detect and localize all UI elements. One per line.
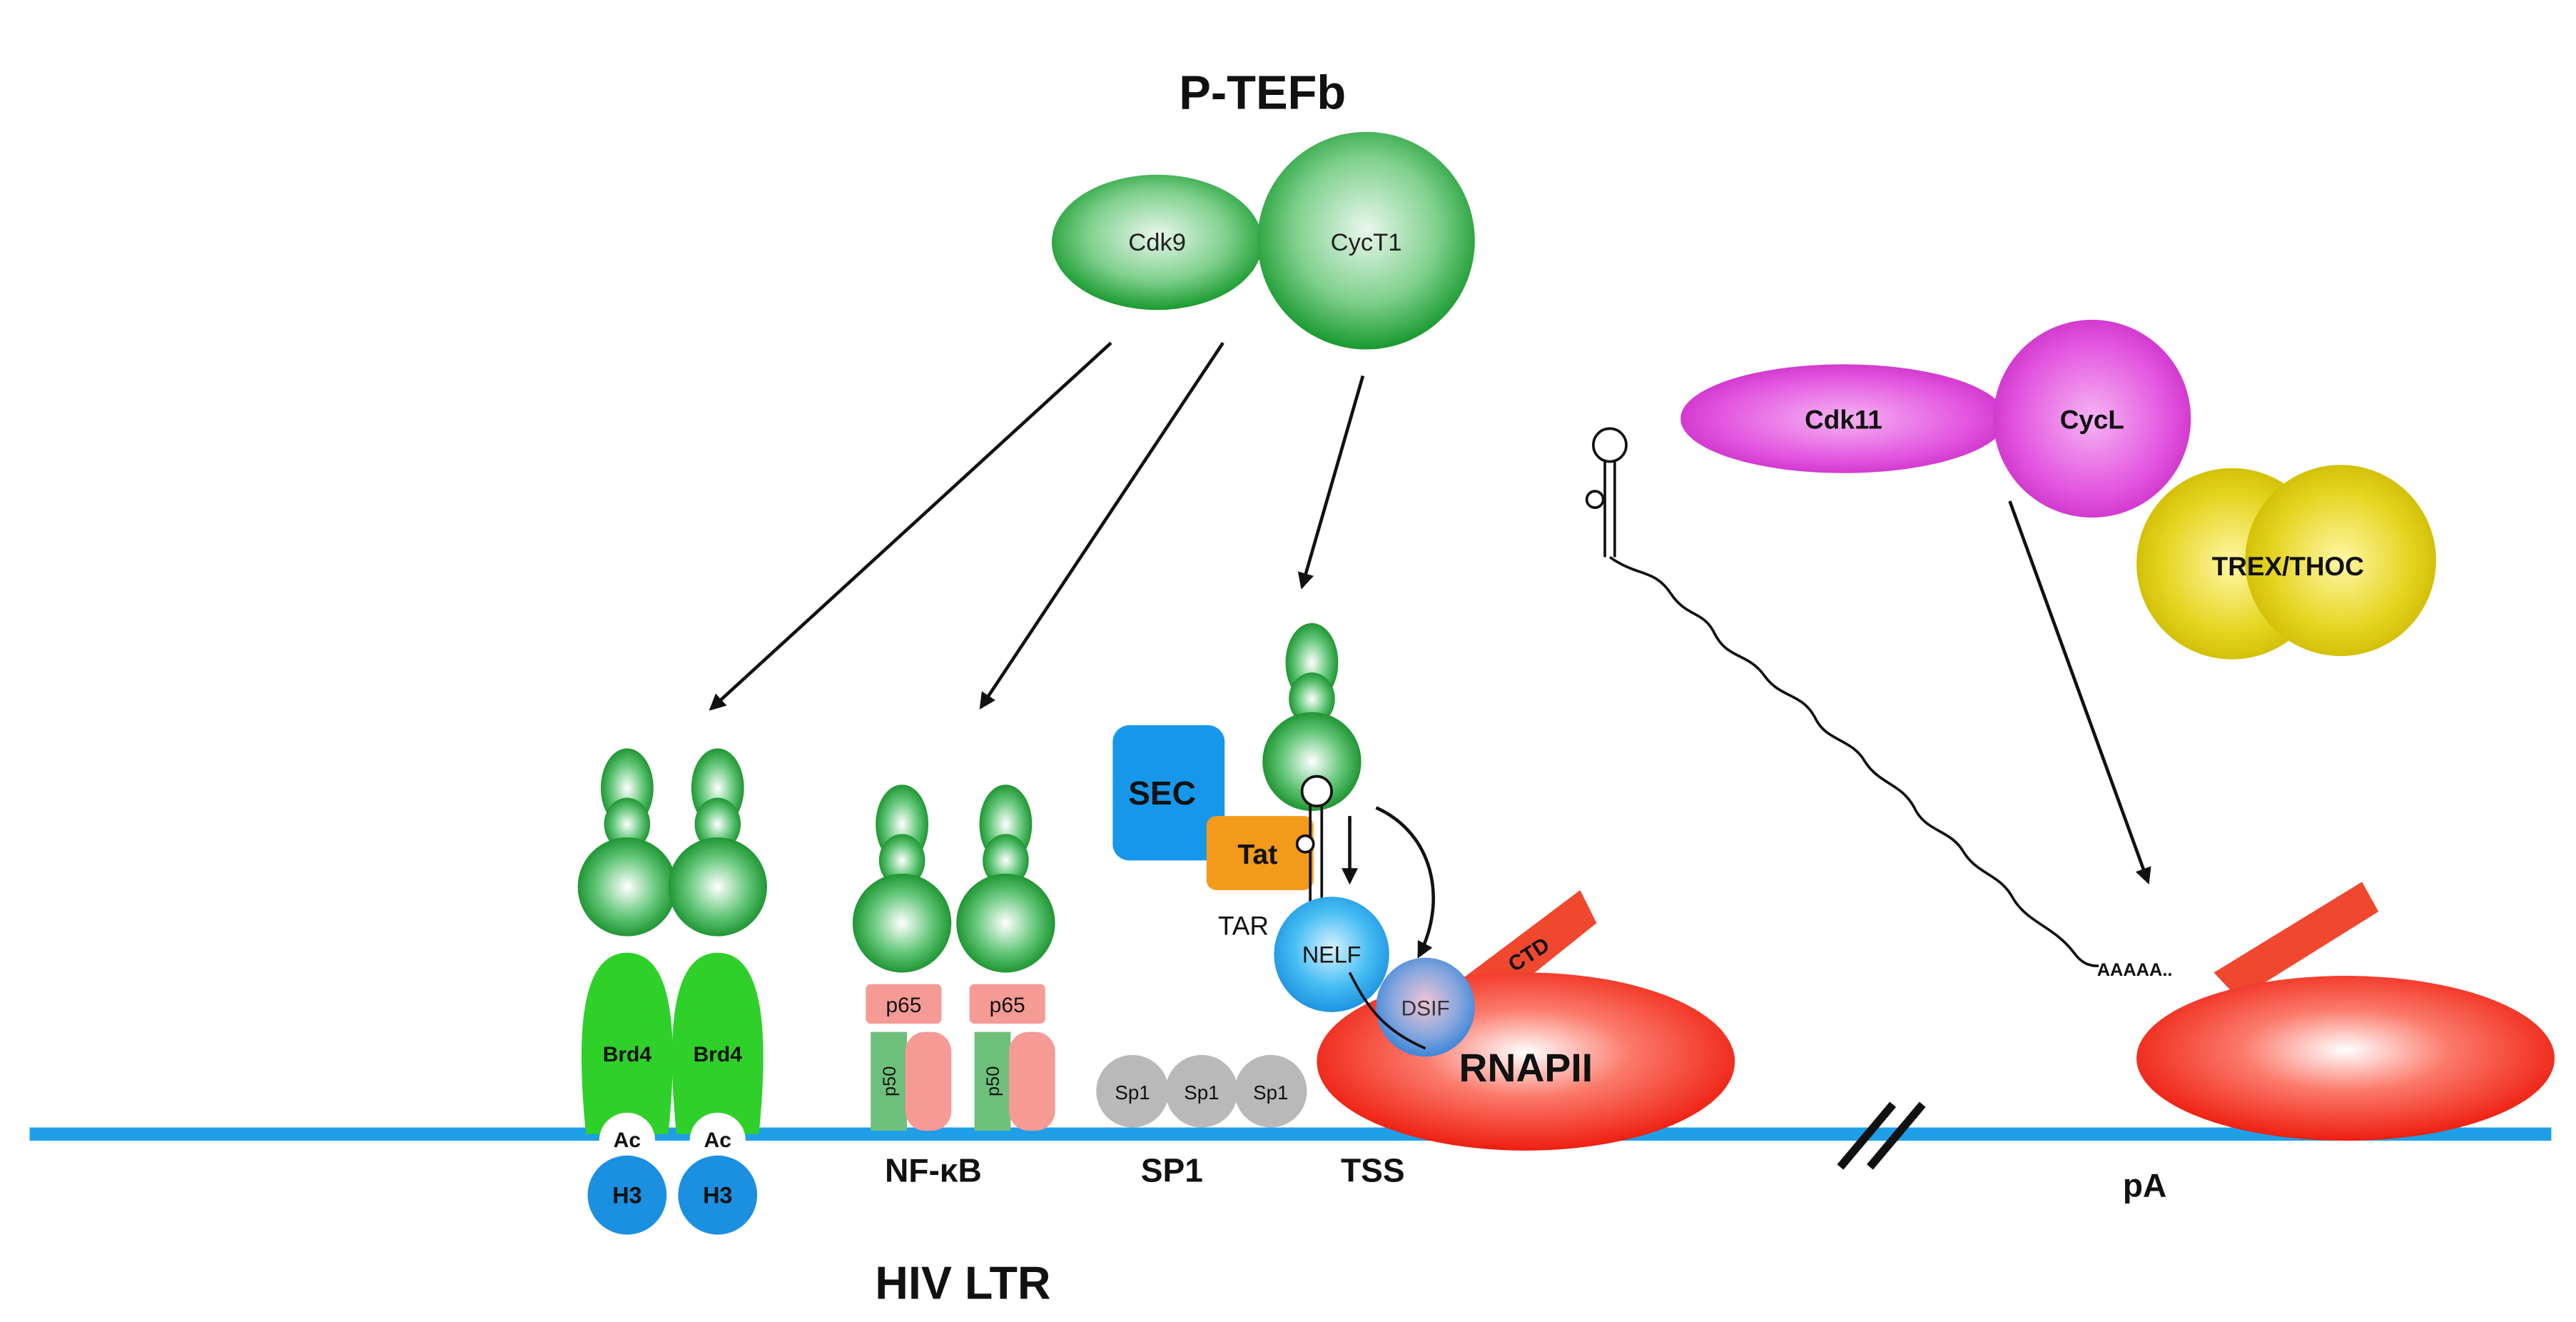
cyct1-shape: [1257, 131, 1475, 350]
dsif-shape: [1376, 957, 1475, 1057]
p50-left-label: p50: [880, 1066, 900, 1096]
tar-bulge: [1295, 834, 1315, 854]
cyct1-label: CycT1: [1331, 229, 1402, 256]
rna-bulge: [1585, 490, 1605, 510]
pa-rnapii-shape: [2136, 976, 2555, 1141]
nelf-shape: [1274, 897, 1389, 1012]
pa-label: pA: [2123, 1166, 2166, 1204]
pa-complex: [2136, 882, 2555, 1141]
brd4-left-label: Brd4: [603, 1043, 652, 1066]
ptefb-complex: Cdk9 CycT1: [1051, 131, 1475, 350]
h3-right-label: H3: [703, 1183, 732, 1209]
p65-right-label: p65: [990, 994, 1025, 1017]
cdk9-shape: [1051, 174, 1263, 311]
p50-right: [974, 1031, 1011, 1131]
tat-label: Tat: [1237, 839, 1277, 870]
dsif-label: DSIF: [1401, 996, 1449, 1020]
h3-left-label: H3: [612, 1183, 642, 1209]
ac-left-label: Ac: [614, 1129, 641, 1152]
nascent-rna: AAAAA..: [1585, 427, 2173, 980]
sec-label: SEC: [1128, 774, 1196, 812]
paused-complex: CTD RNAPII SEC Tat TAR NELF DSIF: [1112, 622, 1735, 1151]
trex-shape-right: [2245, 465, 2436, 657]
sec-box: [1112, 725, 1225, 861]
arrow-to-pa: [2008, 500, 2151, 885]
tar-label: TAR: [1218, 911, 1269, 940]
p65-left-label: p65: [886, 994, 921, 1017]
pa-ctd-tail: [2214, 882, 2379, 999]
p65-lower-left: [905, 1031, 952, 1131]
h3-left: [587, 1155, 667, 1235]
cdk11-complex: Cdk11 CycL TREX/THOC: [1680, 319, 2436, 660]
brd4-right: Brd4 Ac H3: [668, 748, 767, 1235]
sp1-1: [1096, 1054, 1169, 1128]
brd4-right-label: Brd4: [694, 1043, 743, 1066]
rnapii-label: RNAPII: [1459, 1046, 1593, 1090]
brd4-group: Brd4 Ac H3 Brd4 Ac H3: [577, 748, 767, 1235]
h3-right: [678, 1155, 758, 1235]
p65-right: [969, 984, 1045, 1024]
sp1-2-label: Sp1: [1184, 1081, 1219, 1104]
arrow-to-brd4: [709, 341, 1112, 711]
cdk11-label: Cdk11: [1805, 405, 1882, 434]
cycl-shape: [1993, 319, 2191, 518]
sp1-group: Sp1 Sp1 Sp1: [1096, 1054, 1307, 1128]
sp1-1-label: Sp1: [1115, 1081, 1150, 1104]
sp1-label: SP1: [1141, 1152, 1203, 1189]
rna-hairpin-loop: [1592, 427, 1628, 463]
sp1-3: [1234, 1054, 1307, 1128]
rna-link: [1348, 972, 1426, 1050]
polya-label: AAAAA..: [2097, 960, 2173, 980]
tar-loop: [1300, 774, 1333, 808]
p65-lower-right: [1009, 1031, 1055, 1131]
nelf-label: NELF: [1302, 942, 1361, 968]
cdk9-label: Cdk9: [1128, 229, 1186, 256]
arrow-to-nfkb: [979, 342, 1224, 710]
p65-left: [866, 984, 942, 1024]
ac-right: [689, 1112, 746, 1169]
rna-wave: [1608, 556, 2099, 968]
brd4-left: Brd4 Ac H3: [577, 748, 677, 1235]
nfkb-dimer-right: p65 p50: [956, 784, 1055, 1131]
sp1-3-label: Sp1: [1253, 1081, 1288, 1104]
arrow-to-dsif: [1375, 806, 1435, 959]
ac-left: [599, 1112, 656, 1169]
tat-box: [1206, 816, 1314, 890]
cycl-label: CycL: [2060, 405, 2124, 434]
sp1-2: [1165, 1054, 1238, 1128]
arrow-to-tat: [1297, 375, 1365, 590]
cdk11-shape: [1680, 364, 2007, 473]
tss-label: TSS: [1341, 1152, 1405, 1189]
trex-label: TREX/THOC: [2212, 552, 2364, 581]
p50-left: [871, 1031, 907, 1131]
nfkb-group: p65 p50 p65 p50: [852, 784, 1055, 1131]
nfkb-dimer-left: p65 p50: [852, 784, 952, 1131]
hiv-ltr-label: HIV LTR: [875, 1258, 1050, 1309]
ac-right-label: Ac: [704, 1129, 731, 1152]
p50-right-label: p50: [983, 1066, 1003, 1096]
dna-break-symbol: [1837, 1101, 1926, 1170]
ptefb-title: P-TEFb: [1179, 66, 1346, 119]
nfkb-label: NF-κB: [885, 1152, 982, 1189]
